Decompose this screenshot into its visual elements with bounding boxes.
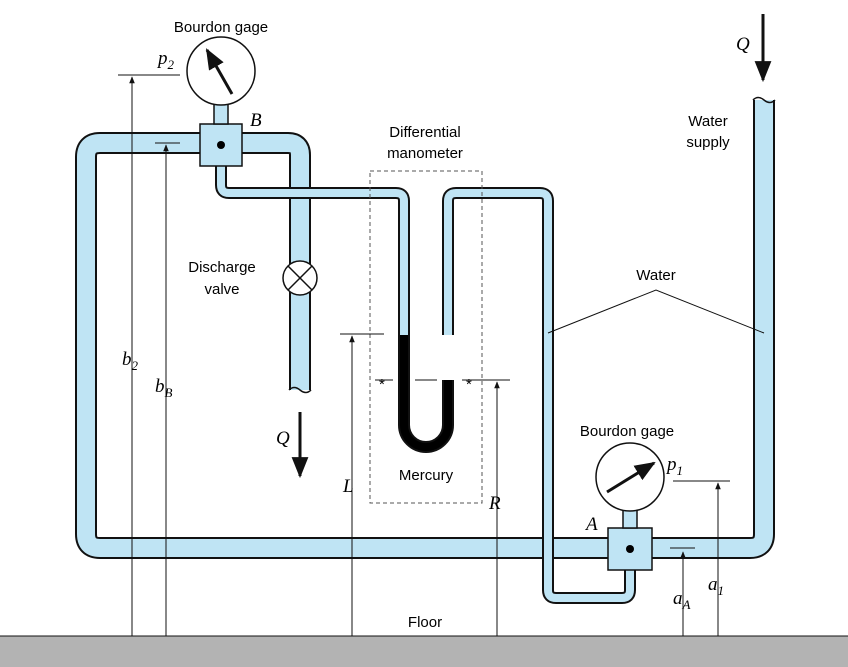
Q-bottom-symbol: Q <box>276 428 290 449</box>
dimension-aA <box>670 547 695 636</box>
water-supply-label-2: supply <box>686 134 730 151</box>
discharge-pipe <box>228 132 311 390</box>
dimension-a1 <box>673 480 730 636</box>
water-supply-label-1: Water <box>688 113 727 130</box>
bourdon-gage-bottom-label: Bourdon gage <box>580 423 674 440</box>
discharge-valve-label-2: valve <box>204 281 239 298</box>
supply-cut-end <box>752 96 776 104</box>
junction-B <box>199 103 243 167</box>
A-symbol: A <box>584 514 598 535</box>
star-right: * <box>466 376 472 393</box>
B-symbol: B <box>250 110 262 131</box>
manometer-box <box>369 170 483 504</box>
R-symbol: R <box>488 493 501 514</box>
star-left: * <box>379 376 385 393</box>
water-label: Water <box>636 267 675 284</box>
bourdon-gage-top <box>186 36 256 106</box>
manometer-right-tube <box>442 187 636 604</box>
bB-symbol: bB <box>155 376 173 400</box>
dimension-b2 <box>118 74 180 636</box>
bourdon-gage-bottom <box>595 442 665 512</box>
floor <box>0 636 848 667</box>
mercury-u-tube <box>398 335 454 453</box>
p1-symbol: p1 <box>665 454 683 478</box>
mercury-label: Mercury <box>399 467 454 484</box>
water-leader-lines <box>547 289 765 334</box>
bourdon-gage-top-label: Bourdon gage <box>174 19 268 36</box>
discharge-valve-label-1: Discharge <box>188 259 256 276</box>
junction-A <box>607 508 653 571</box>
aA-symbol: aA <box>673 588 691 612</box>
L-symbol: L <box>342 476 354 497</box>
main-pipe <box>75 100 775 559</box>
Q-top-symbol: Q <box>736 34 750 55</box>
dimension-R <box>375 379 510 636</box>
b2-symbol: b2 <box>122 349 139 373</box>
dimension-bB <box>155 142 180 636</box>
dimension-L <box>340 333 384 636</box>
discharge-cut-end <box>288 386 312 394</box>
manometer-left-tube <box>215 160 410 335</box>
p2-symbol: p2 <box>156 48 175 72</box>
a1-symbol: a1 <box>708 574 724 598</box>
differential-manometer-label-1: Differential <box>389 124 460 141</box>
differential-manometer-label-2: manometer <box>387 145 463 162</box>
floor-label: Floor <box>408 614 442 631</box>
discharge-valve <box>282 260 318 296</box>
